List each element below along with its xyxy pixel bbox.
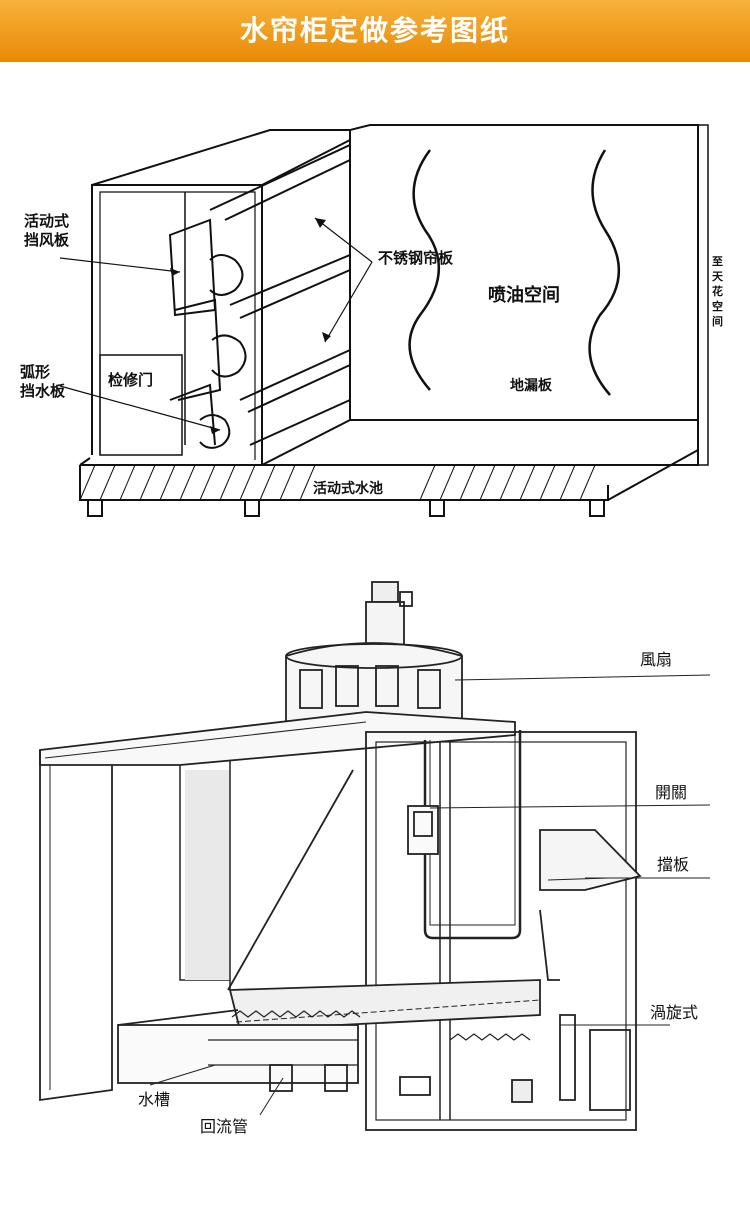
- label-ceiling-4: 间: [712, 315, 723, 328]
- label-floor-grate: 地漏板: [510, 377, 553, 394]
- label-spray-space: 喷油空间: [488, 284, 560, 306]
- label-ceiling-2: 花: [712, 284, 723, 298]
- label-fan: 風扇: [640, 650, 672, 669]
- label-access-door: 检修门: [108, 371, 153, 389]
- label-wind-baffle-line2: 挡风板: [24, 231, 70, 249]
- label-water-trough: 水槽: [138, 1090, 170, 1109]
- label-switch: 開關: [655, 783, 687, 802]
- label-water-baffle-line1: 弧形: [20, 363, 50, 381]
- label-ceiling-3: 空: [712, 299, 723, 313]
- header-banner: [0, 0, 750, 62]
- water-curtain-booth-3d-diagram: 風扇 開關 擋板 渦旋式 水槽 回流管: [39, 581, 711, 1136]
- label-vortex: 渦旋式: [650, 1003, 698, 1022]
- label-ceiling-1: 天: [712, 270, 724, 283]
- label-return-pipe: 回流管: [200, 1117, 248, 1136]
- page-title: 水帘柜定做参考图纸: [239, 14, 510, 47]
- water-curtain-cabinet-section-diagram: 活动式 挡风板 弧形 挡水板 检修门 不锈钢帘板 喷油空间 地漏板 活动式水池 …: [20, 124, 724, 517]
- label-wind-baffle-line1: 活动式: [24, 212, 69, 230]
- label-ceiling-0: 至: [712, 255, 723, 268]
- label-water-baffle-line2: 挡水板: [20, 382, 66, 400]
- label-baffle: 擋板: [657, 855, 689, 874]
- label-water-tank: 活动式水池: [313, 480, 383, 497]
- label-steel-curtain: 不锈钢帘板: [378, 249, 454, 267]
